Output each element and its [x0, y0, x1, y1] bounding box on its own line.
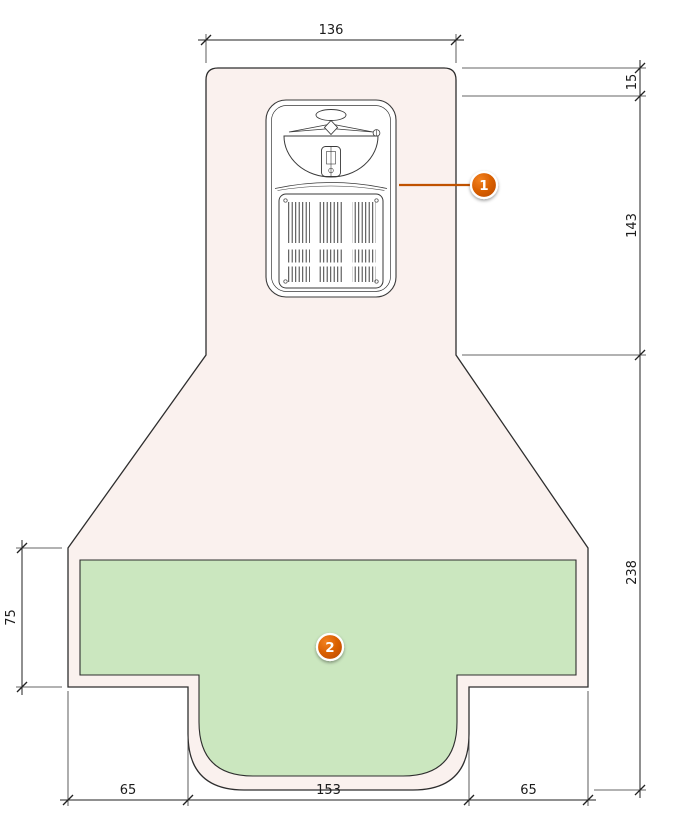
dim-label-top-width: 136 [319, 23, 344, 38]
toilet-plan-drawing [265, 99, 397, 298]
callout-1-badge[interactable] [469, 170, 499, 200]
callout-2[interactable]: 2 [315, 632, 345, 662]
grate-screw [374, 279, 379, 284]
dim-label-left-depth: 75 [4, 609, 19, 626]
drain-fitting-screw [328, 167, 334, 174]
dim-label-right-offset: 15 [625, 74, 640, 91]
flush-valve [323, 119, 339, 136]
plan-shapes [67, 67, 589, 791]
cistern-button [315, 109, 347, 121]
callout-1[interactable]: 1 [399, 170, 499, 200]
dim-label-right-clearance-depth: 238 [625, 560, 640, 585]
fixture-casing-inner [271, 105, 391, 292]
dim-ticks [62, 794, 594, 806]
callout-2-badge[interactable] [315, 632, 345, 662]
dim-right-depths: 15 143 238 [462, 60, 646, 798]
dim-ticks [16, 542, 28, 693]
dim-label-bottom-center: 153 [316, 783, 341, 798]
dim-label-bottom-left: 65 [120, 783, 137, 798]
dim-ticks [200, 34, 462, 46]
dim-top-width: 136 [198, 23, 464, 63]
grate-screw [283, 279, 288, 284]
dim-ticks [634, 62, 646, 796]
callout-1-number: 1 [479, 178, 488, 194]
seat-rim [274, 182, 388, 189]
dim-label-right-fixture-depth: 143 [625, 213, 640, 238]
seat-rim-inner [277, 185, 385, 191]
dim-label-bottom-right: 65 [520, 783, 537, 798]
clearance-area [79, 559, 577, 777]
grate-screw [283, 198, 288, 203]
grate-screw [374, 198, 379, 203]
callout-2-number: 2 [325, 640, 334, 656]
dim-bottom-widths: 65 153 65 [60, 691, 596, 806]
dimensions: 136 15 143 238 [4, 23, 646, 806]
drain-grate [278, 193, 384, 289]
dim-left-depth: 75 [4, 540, 62, 695]
